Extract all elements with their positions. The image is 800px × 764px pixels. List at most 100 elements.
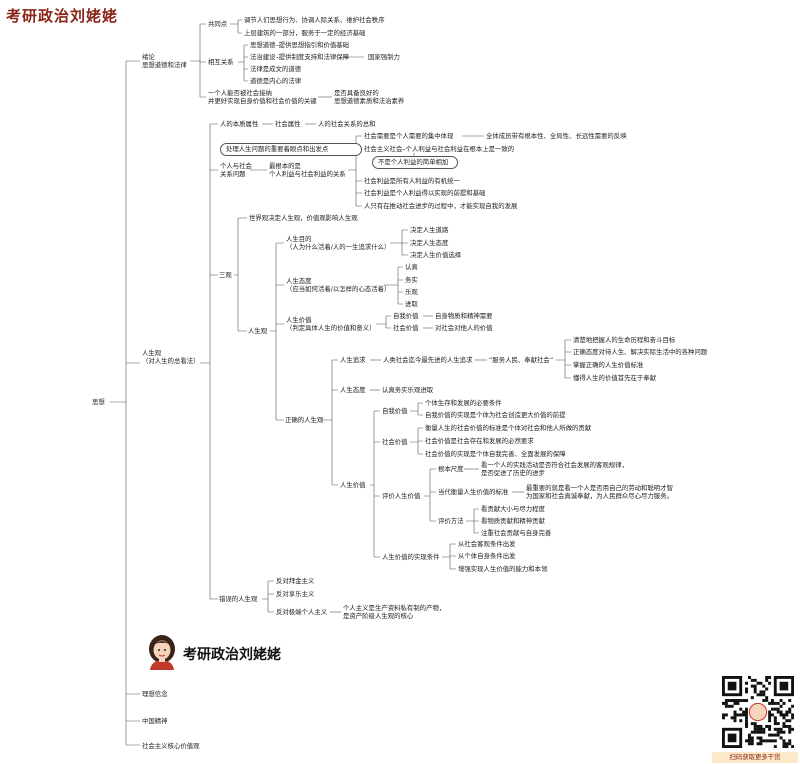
connector	[424, 468, 436, 522]
node-cs2: 自我价值的实现是个体为社会创造更大价值的前提	[425, 411, 566, 419]
brand-title: 考研政治刘姥姥	[6, 7, 119, 25]
node-r3: 增强实现人生价值的能力和本领	[458, 565, 548, 573]
node-wrong: 错误的人生观	[219, 595, 258, 603]
banner-title: 考研政治刘姥姥	[183, 647, 281, 663]
connector	[376, 315, 391, 329]
node-att1: 认真	[405, 263, 418, 271]
node-attitude-line: 人生态度	[286, 277, 312, 285]
node-selfv: 自我价值	[393, 312, 419, 320]
node-evaluate: 评价人生价值	[382, 492, 421, 500]
node-indiv-line: 个人与社会	[220, 162, 252, 170]
node-att4: 进取	[405, 300, 418, 308]
node-csocv: 社会价值	[382, 438, 408, 446]
node-mutual2b: 国家强制力	[368, 53, 400, 61]
node-cso2: 社会价值是社会存在和发展的必然要求	[425, 437, 534, 445]
node-p2: 正确态度对待人生、解决实际生活中的各种问题	[573, 348, 708, 356]
node-goal3: 决定人生价值选择	[410, 251, 462, 259]
node-att2: 务实	[405, 276, 418, 284]
node-key-line: 一个人能否被社会接纳	[208, 89, 272, 97]
node-basic-line: 个人利益与社会利益的关系	[269, 170, 346, 178]
node-scale: 根本尺度	[438, 465, 464, 473]
node-rel3: 社会利益是所有人利益的有机统一	[364, 177, 460, 185]
node-root: 思想	[92, 398, 105, 406]
node-common2: 上层建筑的一部分，服务于一定的经济基础	[244, 29, 366, 37]
node-value: 人生价值（判定具体人生的价值和意义）	[286, 316, 375, 332]
qr-code-icon	[722, 676, 795, 749]
node-intro-line: 思想道德和法律	[142, 61, 187, 69]
node-notsimple: 不是个人利益的简单相加	[378, 158, 449, 166]
node-mutual2: 法治建设–提供制度支持和法律保障	[250, 53, 350, 61]
node-attitude: 人生态度（应当如何活着/以怎样的心态活着）	[286, 277, 390, 293]
connector	[390, 229, 408, 256]
node-cs1: 个体生存和发展的必要条件	[425, 399, 502, 407]
node-current: 当代衡量人生价值的标准	[438, 488, 509, 496]
connector	[410, 402, 423, 416]
node-rel1: 社会需要是个人需要的集中体现	[364, 132, 454, 140]
node-correct: 正确的人生观	[285, 416, 324, 424]
node-life-line: （对人生的总看法）	[142, 357, 200, 365]
node-goal2: 决定人生态度	[410, 239, 449, 247]
node-lifeview: 人生观	[248, 327, 268, 335]
node-socv1: 对社会对他人的价值	[435, 324, 493, 332]
connector	[110, 60, 140, 746]
qr-code[interactable]	[722, 676, 795, 749]
node-p1: 清楚地把握人的生命历程和奋斗目标	[573, 336, 676, 344]
node-pursuit1: 人类社会迄今最先进的人生追求	[383, 356, 473, 364]
node-current1: 最重要的就是看一个人是否用自己的劳动和聪明才智为国家和社会真诚奉献，为人民群众尽…	[526, 484, 673, 500]
node-scale1-line: 看一个人的实践活动是否符合社会发展的客观规律，	[481, 461, 628, 469]
connector	[190, 23, 206, 98]
node-mutual: 相互关系	[208, 58, 234, 66]
avatar-icon	[149, 635, 175, 670]
node-w3b-line: 是资产阶级人生观的核心	[343, 612, 414, 620]
node-value-line: 人生价值	[286, 316, 312, 324]
node-key-line: 并更好实现自身价值和社会价值的关键	[208, 97, 317, 105]
node-catt1: 认真务实乐观进取	[382, 386, 434, 394]
connector	[442, 543, 456, 570]
node-key: 一个人能否被社会接纳并更好实现自身价值和社会价值的关键	[208, 89, 317, 105]
node-pursuit: 人生追求	[340, 356, 366, 364]
node-basic-line: 最根本的是	[269, 162, 301, 170]
node-pursuit2: “服务人民、奉献社会”	[489, 356, 554, 364]
connector	[200, 123, 218, 600]
connector	[322, 359, 338, 486]
node-realize: 人生价值的实现条件	[382, 553, 440, 561]
node-worldview: 世界观决定人生观，价值观影响人生观	[249, 214, 358, 222]
node-key2-line: 思想道德素质和法治素养	[334, 97, 405, 105]
connector	[410, 427, 423, 455]
node-rel4: 社会利益是个人利益得以实现的前提和基础	[364, 189, 486, 197]
node-basic: 最根本的是个人利益与社会利益的关系	[269, 162, 346, 178]
node-goal: 人生目的（人为什么活着/人的一生追求什么）	[286, 235, 390, 251]
node-cso1: 衡量人生的社会价值的标准是个体对社会和他人所做的贡献	[425, 424, 592, 432]
node-core: 社会主义核心价值观	[142, 742, 200, 750]
node-rel5: 人只有在推动社会进步的过程中，才能实现自我的发展	[364, 202, 518, 210]
node-attitude-line: （应当如何活着/以怎样的心态活着）	[286, 285, 391, 293]
node-current1-line: 为国家和社会真诚奉献，为人民群众尽心尽力服务。	[526, 492, 673, 500]
node-indiv: 个人与社会关系问题	[220, 162, 252, 178]
node-scale1-line: 是否促进了历史的进步	[481, 469, 545, 477]
node-cselfv: 自我价值	[382, 407, 408, 415]
connector	[466, 508, 479, 534]
node-m1: 看贡献大小与尽力程度	[481, 505, 545, 513]
connector	[238, 44, 248, 82]
node-m3: 注重社会贡献与自身完善	[481, 529, 552, 537]
node-cso3: 社会价值的实现是个体自我完善、全面发展的保障	[425, 450, 566, 458]
node-intro-line: 绪论	[142, 53, 155, 61]
node-value-line: （判定具体人生的价值和意义）	[286, 324, 376, 332]
node-spirit: 中国精神	[142, 717, 168, 725]
node-cattitude: 人生态度	[340, 386, 366, 394]
node-ideal: 理想信念	[142, 690, 168, 698]
node-scale1: 看一个人的实践活动是否符合社会发展的客观规律，是否促进了历史的进步	[481, 461, 628, 477]
connector	[370, 410, 380, 558]
node-mutual3: 法律是成文的道德	[250, 65, 302, 73]
node-goal-line: 人生目的	[286, 235, 312, 243]
node-rel2: 社会主义社会–个人利益与社会利益在根本上是一致的	[364, 145, 515, 153]
node-cvalue: 人生价值	[340, 481, 366, 489]
node-rel1b: 全体成员带有根本性、全局性、长远性需要的反映	[486, 132, 627, 140]
connector	[556, 339, 571, 379]
node-w2: 反对享乐主义	[276, 590, 315, 598]
node-p4: 懂得人生的价值首先在于奉献	[573, 374, 657, 382]
node-sum: 人的社会关系的总和	[318, 120, 376, 128]
node-goal-line: （人为什么活着/人的一生追求什么）	[286, 243, 391, 251]
